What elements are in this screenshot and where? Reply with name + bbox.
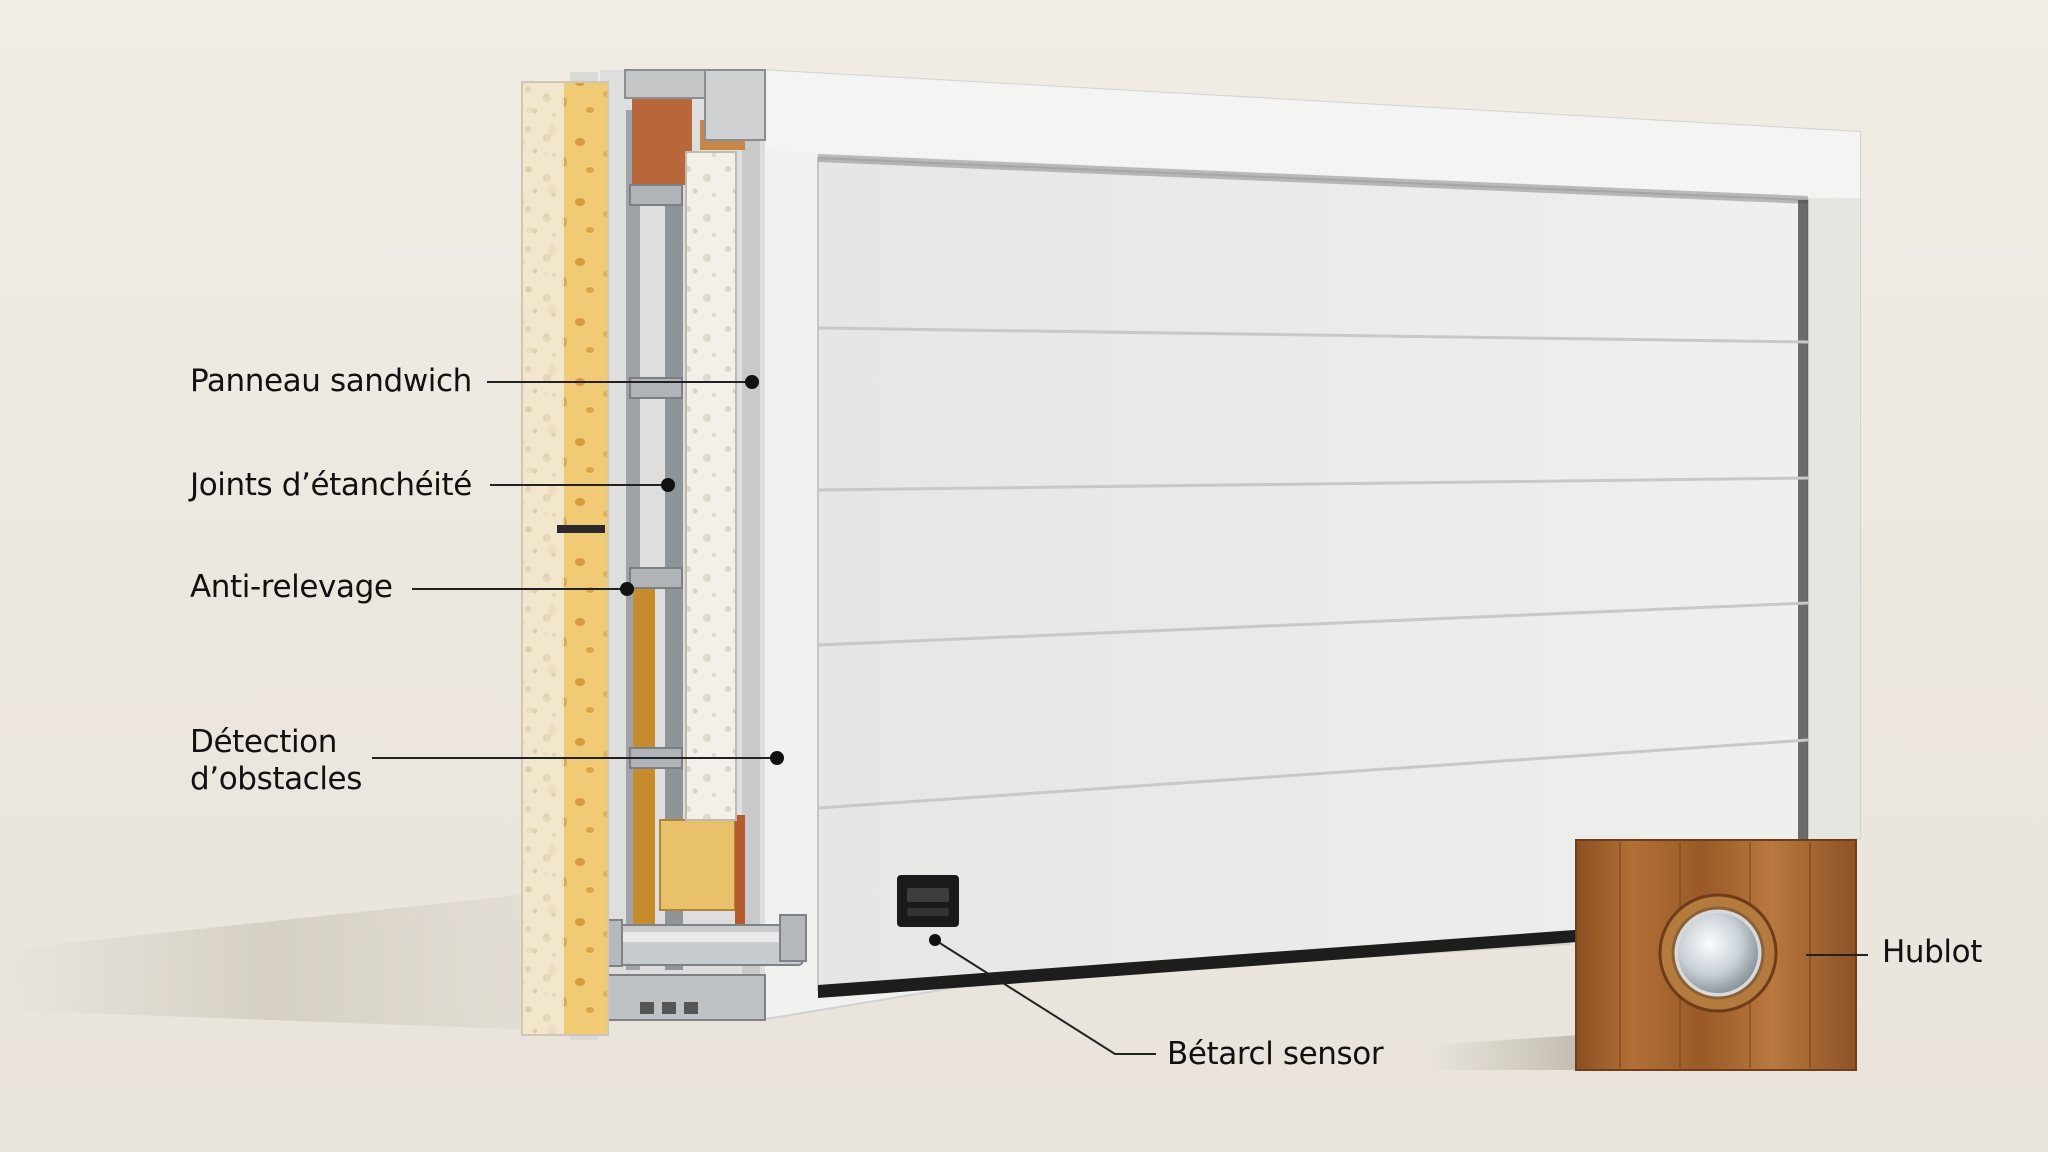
leader-dot-detection (770, 751, 784, 765)
leader-lines (372, 375, 1868, 1055)
label-detection-line1: Détection (190, 724, 337, 760)
label-hublot: Hublot (1882, 934, 1982, 970)
leader-dot-sensor (929, 934, 941, 946)
label-anti-relevage: Anti-relevage (190, 569, 393, 605)
label-detection-line2: d’obstacles (190, 761, 362, 797)
leader-line-sensor (934, 939, 1156, 1055)
sandwich-foam-block (521, 81, 609, 1036)
sensor-box (897, 875, 959, 927)
label-joints-etancheite: Joints d’étanchéité (190, 467, 472, 503)
leader-dot-panneau (745, 375, 759, 389)
label-sensor: Bétarcl sensor (1167, 1036, 1384, 1072)
hublot-porthole (1658, 893, 1778, 1013)
leader-dot-anti (620, 582, 634, 596)
door-panel (817, 154, 1809, 998)
leader-dot-joints (661, 478, 675, 492)
label-panneau-sandwich: Panneau sandwich (190, 363, 472, 399)
